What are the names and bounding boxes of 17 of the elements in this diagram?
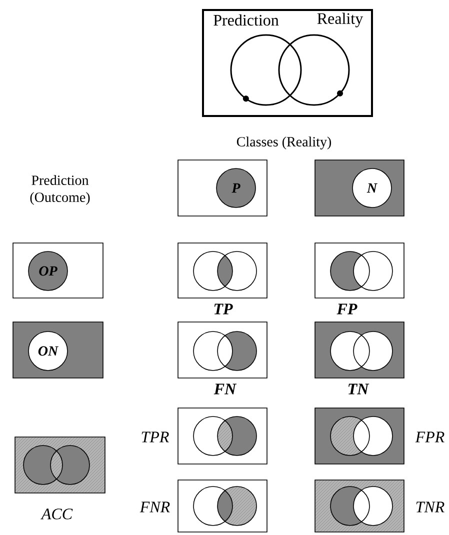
set-label: Prediction bbox=[214, 14, 279, 26]
circle-label: ON bbox=[38, 346, 59, 356]
term-label: FN bbox=[214, 384, 237, 394]
term-label: TP bbox=[214, 304, 233, 314]
term-label: TPR bbox=[142, 432, 169, 442]
term-label: FP bbox=[336, 304, 358, 314]
term-label: TN bbox=[348, 384, 370, 394]
circle-label: N bbox=[366, 183, 378, 193]
term-label: TNR bbox=[416, 502, 444, 512]
term-label: FPR bbox=[415, 432, 444, 442]
circle-label: OP bbox=[39, 266, 58, 276]
term-label: ACC bbox=[40, 508, 73, 520]
circle-label: P bbox=[232, 183, 240, 193]
heading-label: Prediction (Outcome) bbox=[30, 175, 90, 205]
heading-label: Classes (Reality) bbox=[236, 136, 332, 150]
term-label: FNR bbox=[140, 502, 170, 512]
set-label: Reality bbox=[317, 12, 364, 28]
